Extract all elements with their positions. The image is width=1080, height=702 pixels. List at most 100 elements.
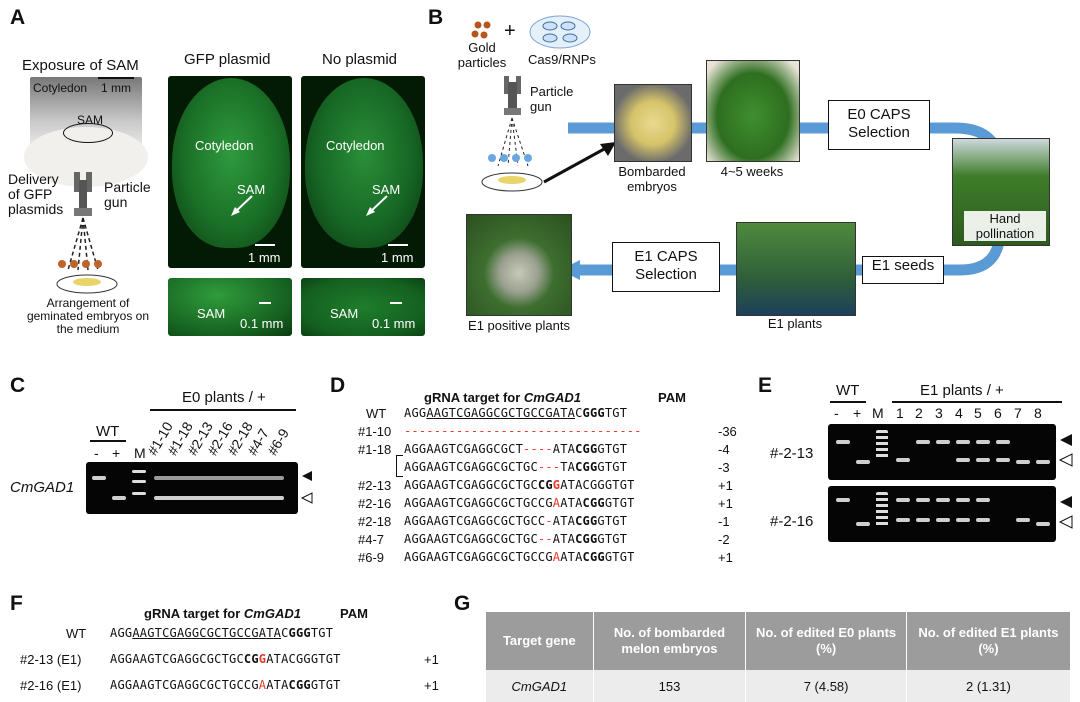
arrangement-label: Arrangement of geminated embryos on the … bbox=[26, 296, 150, 336]
c-gene-label: CmGAD1 bbox=[10, 479, 75, 496]
bombard-arrow-icon bbox=[543, 142, 616, 184]
e1-plants-label: E1 plants bbox=[767, 316, 823, 331]
np-scale-bar bbox=[388, 244, 408, 246]
c-wt: WT bbox=[96, 423, 120, 440]
e-lane-label: - bbox=[834, 405, 839, 421]
e1-plants-photo bbox=[736, 222, 856, 316]
e-lane-label: 7 bbox=[1014, 405, 1022, 421]
e-row1-label: #-2-13 bbox=[770, 445, 814, 462]
gfp-image bbox=[168, 76, 292, 268]
e-gel-row2 bbox=[828, 486, 1056, 542]
d-row-sequence: AGGAAGTCGAGGCGCTGCC-ATACGGGTGT bbox=[404, 514, 628, 528]
e1-positive-label: E1 positive plants bbox=[468, 318, 570, 333]
panel-g-label: G bbox=[454, 592, 471, 615]
e-lane-label: 6 bbox=[994, 405, 1002, 421]
d-row-delta: -2 bbox=[718, 532, 730, 547]
np-scale-label: 1 mm bbox=[381, 250, 414, 265]
cotyledon-label: Cotyledon bbox=[33, 81, 88, 95]
e0-caps-box: E0 CAPS Selection bbox=[828, 100, 930, 150]
e-lane-label: 8 bbox=[1034, 405, 1042, 421]
d-row-name: #1-10 bbox=[358, 424, 392, 439]
e-lane-label: 1 bbox=[896, 405, 904, 421]
gfp-plasmid-title: GFP plasmid bbox=[184, 51, 271, 68]
hand-pollination-label: Hand pollination bbox=[964, 211, 1046, 241]
e0-caps-label: E0 CAPS Selection bbox=[847, 106, 911, 141]
panel-a-label: A bbox=[10, 6, 26, 29]
d-row-sequence: AGGAAGTCGAGGCGCTGCCGGATACGGGTGT bbox=[404, 478, 635, 492]
e1-positive-photo bbox=[466, 214, 572, 316]
weeks-label: 4~5 weeks bbox=[720, 164, 784, 179]
e1-caps-box: E1 CAPS Selection bbox=[612, 242, 720, 292]
d-row-sequence: AGGAAGTCGAGGCGCTGC---TACGGGTGT bbox=[404, 460, 628, 474]
scale-bar bbox=[98, 77, 134, 79]
d-row-name: #2-16 bbox=[358, 496, 392, 511]
np-closeup-scale-label: 0.1 mm bbox=[372, 316, 416, 331]
g-header-row: Target gene No. of bombarded melon embry… bbox=[486, 612, 1070, 670]
panel-e-label: E bbox=[758, 374, 773, 397]
np-sam-closeup bbox=[301, 278, 425, 336]
d-row-sequence: AGGAAGTCGAGGCGCTGCCGAATACGGGTGT bbox=[404, 496, 635, 510]
np-sam-label: SAM bbox=[372, 182, 401, 197]
d-row-name: #2-18 bbox=[358, 514, 392, 529]
exposure-title: Exposure of SAM bbox=[22, 57, 139, 74]
d-row-delta: +1 bbox=[718, 550, 733, 565]
e-row2-label: #-2-16 bbox=[770, 513, 814, 530]
plus-sign: + bbox=[504, 20, 516, 42]
np-closeup-scale-bar bbox=[390, 302, 402, 304]
f-row-sequence: AGGAAGTCGAGGCGCTGCCGATACGGGTGT bbox=[110, 626, 334, 640]
d-row-sequence: AGGAAGTCGAGGCGCTGCCGATACGGGTGT bbox=[404, 406, 628, 420]
no-plasmid-image bbox=[301, 76, 425, 268]
d-row-sequence: AGGAAGTCGAGGCGCT----ATACGGGTGT bbox=[404, 442, 628, 456]
gfp-cotyledon-label: Cotyledon bbox=[195, 138, 254, 153]
petri-dish-icon bbox=[481, 154, 543, 192]
d-row-delta: +1 bbox=[718, 478, 733, 493]
cas9-label: Cas9/RNPs bbox=[528, 52, 596, 67]
petri-dish-icon bbox=[56, 260, 118, 294]
d-row-delta: -1 bbox=[718, 514, 730, 529]
d-row-name: WT bbox=[366, 406, 387, 421]
closeup-scale-label: 0.1 mm bbox=[240, 316, 284, 331]
weeks-photo bbox=[706, 60, 800, 162]
bombarded-label: Bombarded embryos bbox=[618, 164, 686, 194]
d-row-delta: -36 bbox=[718, 424, 737, 439]
gold-particles-label: Gold particles bbox=[457, 40, 507, 70]
f-row-delta: +1 bbox=[424, 678, 439, 693]
f-row-sequence: AGGAAGTCGAGGCGCTGCCGGATACGGGTGT bbox=[110, 652, 341, 666]
c-gel-image bbox=[86, 462, 298, 514]
f-row-delta: +1 bbox=[424, 652, 439, 667]
e-header: E1 plants / + bbox=[920, 382, 1004, 399]
gfp-scale-label: 1 mm bbox=[248, 250, 281, 265]
g-header-cell: No. of edited E0 plants (%) bbox=[745, 612, 907, 670]
d-title: gRNA target for CmGAD1 bbox=[424, 390, 581, 405]
g-cell: 2 (1.31) bbox=[906, 670, 1070, 702]
e-lane-label: 2 bbox=[915, 405, 923, 421]
g-header-cell: No. of edited E1 plants (%) bbox=[906, 612, 1070, 670]
f-row-name: #2-13 (E1) bbox=[20, 652, 82, 667]
np-cotyledon-label: Cotyledon bbox=[326, 138, 385, 153]
e-lane-label: + bbox=[853, 405, 862, 421]
e-band-arrows bbox=[1058, 434, 1073, 529]
cas9-rnp-icon bbox=[529, 15, 591, 49]
g-table: Target gene No. of bombarded melon embry… bbox=[486, 612, 1070, 702]
particle-gun-label: Particle gun bbox=[104, 179, 151, 210]
e-lane-label: 4 bbox=[955, 405, 963, 421]
d-row-sequence: -------------------------------- bbox=[404, 424, 642, 438]
d-row-sequence: AGGAAGTCGAGGCGCTGC--ATACGGGTGT bbox=[404, 532, 628, 546]
d-row-delta: -3 bbox=[718, 460, 730, 475]
g-cell: 7 (4.58) bbox=[745, 670, 907, 702]
np-sam-closeup-label: SAM bbox=[330, 306, 359, 321]
arrow-icon bbox=[366, 195, 388, 216]
f-row-name: #2-16 (E1) bbox=[20, 678, 82, 693]
d-row-name: #4-7 bbox=[358, 532, 385, 547]
d-row-delta: -4 bbox=[718, 442, 730, 457]
d-row-name: #2-13 bbox=[358, 478, 392, 493]
arrow-icon bbox=[231, 195, 253, 216]
gfp-scale-bar bbox=[255, 244, 275, 246]
c-header-line bbox=[150, 409, 296, 411]
e-wt: WT bbox=[836, 382, 860, 399]
panel-b-label: B bbox=[428, 6, 444, 29]
d-row-name: #1-18 bbox=[358, 442, 392, 457]
d-bracket bbox=[396, 455, 403, 477]
panel-f-label: F bbox=[10, 592, 23, 615]
e-lane-label: M bbox=[872, 405, 884, 421]
